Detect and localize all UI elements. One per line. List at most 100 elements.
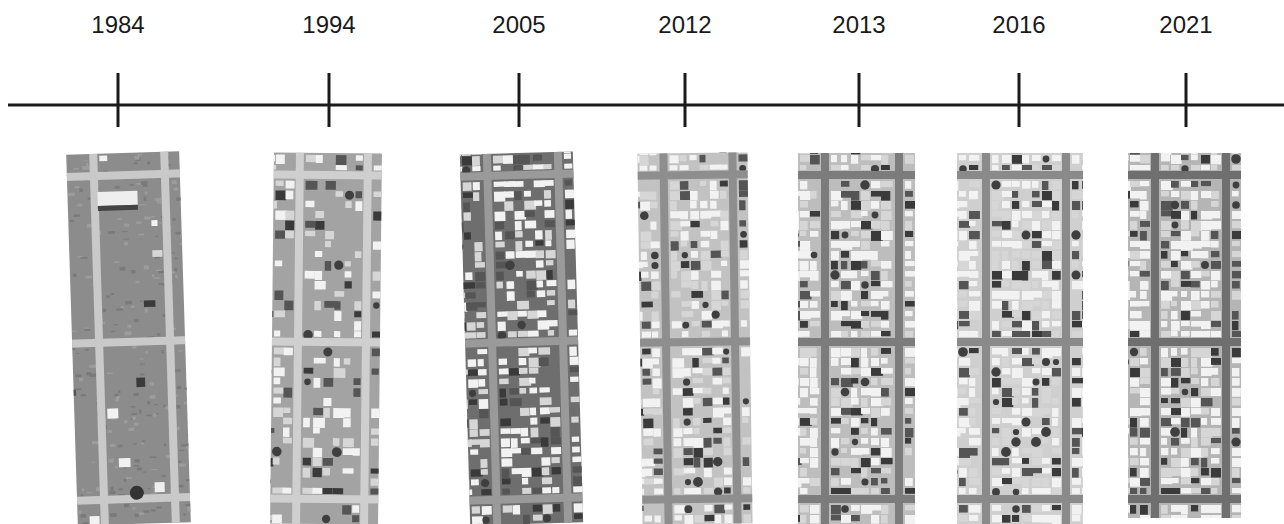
building-roof (481, 489, 491, 495)
building-roof (459, 400, 468, 410)
building-roof (356, 155, 363, 161)
building-roof (305, 271, 315, 279)
building-roof (710, 221, 718, 227)
building-roof (713, 428, 722, 434)
building-roof (273, 457, 280, 464)
building-roof (740, 280, 748, 288)
building-roof (751, 347, 759, 354)
building-roof (1052, 505, 1061, 510)
building-roof (275, 210, 287, 219)
building-roof (810, 368, 816, 378)
tree (481, 479, 490, 488)
building-roof (494, 191, 505, 201)
building-roof (1120, 201, 1127, 206)
building-roof (683, 438, 693, 446)
building-roof (453, 193, 461, 203)
grass-texture (158, 271, 162, 273)
building-roof (1130, 428, 1137, 437)
building-roof (724, 488, 731, 494)
grass-texture (157, 333, 160, 335)
building-roof (710, 231, 717, 239)
building-roof (1211, 201, 1219, 207)
building-roof (643, 429, 653, 436)
building-roof (1002, 165, 1010, 170)
building-roof (371, 408, 381, 418)
building-roof (831, 408, 842, 416)
grass-texture (175, 275, 177, 279)
building-roof (640, 202, 650, 211)
tree (790, 368, 798, 376)
grass-texture (151, 509, 156, 511)
tree (1172, 146, 1179, 153)
building-roof (313, 418, 325, 428)
building-roof (654, 448, 663, 454)
building-roof (702, 311, 712, 320)
tree (1053, 359, 1059, 365)
building-roof (480, 439, 490, 448)
building-roof (509, 368, 520, 376)
building-roof (273, 397, 281, 403)
building-roof (881, 348, 891, 354)
building-roof (1140, 321, 1150, 331)
building-roof (466, 292, 476, 299)
building-roof (693, 438, 704, 448)
building-roof (1002, 458, 1009, 465)
grass-texture (124, 224, 129, 227)
building-roof (949, 221, 956, 227)
building-roof (1191, 165, 1201, 170)
building-roof (831, 261, 838, 269)
building-roof (750, 240, 758, 247)
building-roof (871, 221, 881, 229)
building-roof (1140, 468, 1149, 478)
building-roof (871, 468, 882, 473)
tree (469, 390, 476, 397)
building-roof (136, 378, 145, 388)
building-roof (1002, 468, 1010, 474)
building-roof (800, 515, 806, 523)
building-roof (479, 399, 489, 409)
building-roof (570, 366, 582, 372)
building-roof (800, 448, 806, 454)
grass-texture (103, 309, 106, 313)
building-roof (905, 241, 913, 246)
building-roof (530, 418, 537, 425)
building-roof (1120, 311, 1127, 316)
building-roof (642, 349, 651, 355)
tree (1130, 348, 1138, 356)
building-roof (871, 378, 877, 385)
building-roof (905, 251, 911, 259)
building-roof (841, 291, 852, 301)
building-roof (790, 488, 797, 494)
building-roof (992, 505, 1001, 511)
building-roof (682, 368, 690, 376)
building-roof (495, 232, 502, 241)
grass-texture (124, 242, 128, 246)
building-roof (633, 419, 640, 425)
building-roof (881, 241, 889, 246)
building-roof (641, 262, 648, 267)
building-roof (540, 407, 550, 414)
building-roof (1042, 291, 1053, 298)
building-roof (710, 201, 717, 209)
building-roof (959, 301, 967, 307)
building-roof (1130, 311, 1142, 318)
building-roof (550, 417, 560, 427)
building-roof (384, 156, 391, 163)
building-roof (643, 419, 653, 429)
building-roof (1072, 261, 1079, 268)
building-roof (456, 313, 465, 319)
building-roof (1072, 488, 1080, 494)
building-roof (1082, 311, 1089, 319)
building-roof (790, 191, 800, 196)
building-roof (653, 428, 661, 436)
building-roof (1042, 165, 1053, 170)
grass-texture (125, 301, 132, 305)
building-roof (841, 448, 847, 453)
building-roof (1140, 488, 1146, 494)
building-roof (724, 504, 732, 509)
tree (1043, 156, 1050, 163)
building-roof (652, 368, 659, 376)
building-roof (851, 261, 861, 270)
building-roof (263, 437, 269, 445)
building-roof (861, 488, 869, 494)
